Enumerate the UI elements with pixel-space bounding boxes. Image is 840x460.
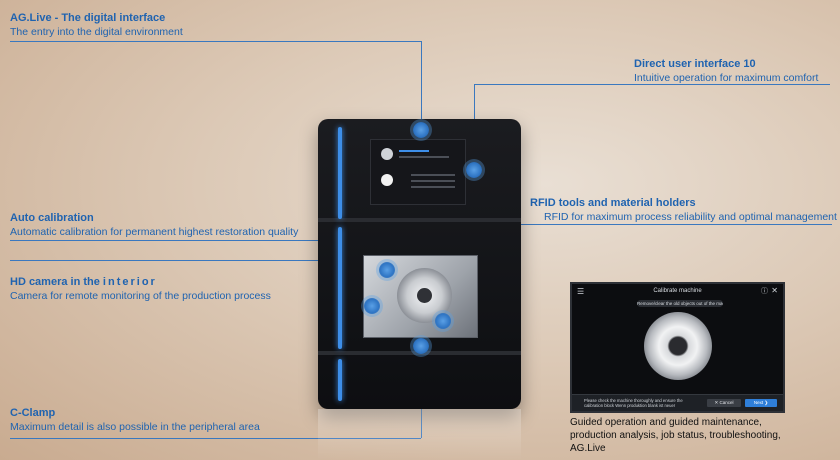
callout-autocal-desc: Automatic calibration for permanent high… [10,225,299,238]
leader-cclamp-h [10,438,421,439]
leader-aglive-v [421,41,422,130]
callout-dui-desc: Intuitive operation for maximum comfort [634,71,819,84]
callout-rfid-desc: RFID for maximum process reliability and… [544,210,837,223]
callout-hdcam: HD camera in the interior Camera for rem… [10,276,271,303]
caption-line-1: Guided operation and guided maintenance, [570,417,762,428]
callout-dui-title: Direct user interface 10 [634,58,756,70]
leader-rfid-h [443,224,832,225]
cancel-button[interactable]: ✕ Cancel [707,399,741,407]
machine-led-strip-mid [338,227,342,349]
screen-row [399,150,429,152]
callout-hdcam-title-emph: interior [102,276,157,288]
screen-row [411,186,455,188]
callout-hdcam-title: HD camera in the interior [10,276,271,290]
machine-led-strip-bottom [338,359,342,401]
screen-logo-icon [381,148,393,160]
machine-reflection [318,409,521,460]
screen-row [411,174,455,176]
calibration-disc-image [644,312,712,380]
device-screenshot: ☰ Calibrate machine ⓘ ✕ Remove/clear the… [570,282,785,413]
device-screen-hint: Remove/clear the old objects out of the … [637,300,723,307]
leader-aglive-h [10,41,421,42]
screenshot-caption: Guided operation and guided maintenance,… [570,416,810,455]
machine-led-strip-top [338,127,342,219]
leader-hdcam-h [10,260,387,261]
hotspot-autocal[interactable] [364,298,380,314]
callout-autocal: Auto calibration Automatic calibration f… [10,212,298,239]
callout-dui: Direct user interface 10 Intuitive opera… [634,58,818,85]
machine-divider-top [318,218,521,222]
next-button[interactable]: Next ❯ [745,399,777,407]
machine-work-chamber [363,255,478,338]
caption-line-2: production analysis, job status, trouble… [570,430,781,441]
screen-tool-icon [381,174,393,186]
hotspot-hdcam[interactable] [379,262,395,278]
callout-autocal-title: Auto calibration [10,212,94,224]
callout-rfid: RFID tools and material holders RFID for… [530,197,837,224]
help-icon[interactable]: ⓘ [761,288,768,295]
callout-rfid-title: RFID tools and material holders [530,197,696,209]
callout-cclamp-title: C-Clamp [10,407,56,419]
device-screen-instruction: Please check the machine thoroughly and … [584,398,683,409]
callout-aglive: AG.Live - The digital interface The entr… [10,12,183,39]
callout-aglive-title: AG.Live - The digital interface [10,12,166,24]
screen-row [399,156,449,158]
hotspot-rfid[interactable] [435,313,451,329]
caption-line-3: AG.Live [570,443,606,454]
workpiece-holder-core [417,288,432,303]
hamburger-menu-icon[interactable]: ☰ [577,287,585,296]
leader-dui-h [474,84,830,85]
milling-machine [318,119,521,409]
machine-touchscreen [370,139,466,205]
hotspot-cclamp[interactable] [413,338,429,354]
hotspot-dui[interactable] [466,162,482,178]
callout-cclamp-desc: Maximum detail is also possible in the p… [10,420,260,433]
leader-autocal-h [10,240,372,241]
hotspot-aglive[interactable] [413,122,429,138]
screen-row [411,180,455,182]
callout-hdcam-title-prefix: HD camera in the [10,276,103,288]
callout-cclamp: C-Clamp Maximum detail is also possible … [10,407,260,434]
callout-hdcam-desc: Camera for remote monitoring of the prod… [10,289,271,302]
callout-aglive-desc: The entry into the digital environment [10,25,183,38]
close-icon[interactable]: ✕ [771,286,778,295]
device-screen-title: Calibrate machine [653,288,702,294]
device-screen-bottom-bar: Please check the machine thoroughly and … [572,394,783,411]
